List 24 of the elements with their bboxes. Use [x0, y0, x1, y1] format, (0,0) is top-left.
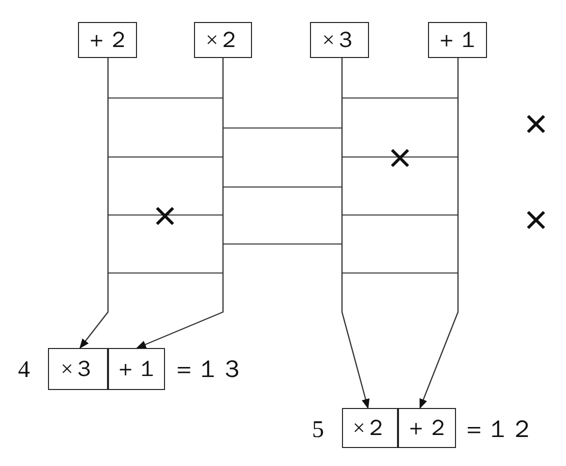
result-equation: ＝１３ — [172, 358, 244, 382]
start-number: 5 — [312, 418, 324, 442]
operation-box — [398, 408, 456, 448]
operation-text: ＋２ — [86, 26, 130, 54]
ladder-line-arrow — [136, 58, 224, 349]
operation-text: ＋２ — [405, 414, 449, 442]
operation-text: ＋１ — [436, 26, 480, 54]
operation-text: ×３ — [322, 26, 357, 54]
result-equation: ＝１２ — [462, 418, 534, 442]
ladder-line-arrow — [341, 58, 370, 409]
operation-box — [78, 22, 137, 58]
start-number: 4 — [18, 358, 30, 382]
operation-box — [342, 408, 398, 448]
operation-box — [194, 22, 252, 58]
operation-text: ×２ — [352, 414, 388, 442]
operation-box — [310, 22, 369, 58]
operation-box — [428, 22, 487, 58]
operation-text: ×３ — [60, 355, 96, 383]
operation-text: ＋１ — [114, 355, 158, 383]
operation-box — [108, 348, 165, 390]
ladder-line-arrow — [419, 58, 459, 409]
operation-text: ×２ — [206, 26, 240, 54]
operation-box — [48, 348, 108, 390]
ladder-line-arrow — [79, 58, 109, 349]
